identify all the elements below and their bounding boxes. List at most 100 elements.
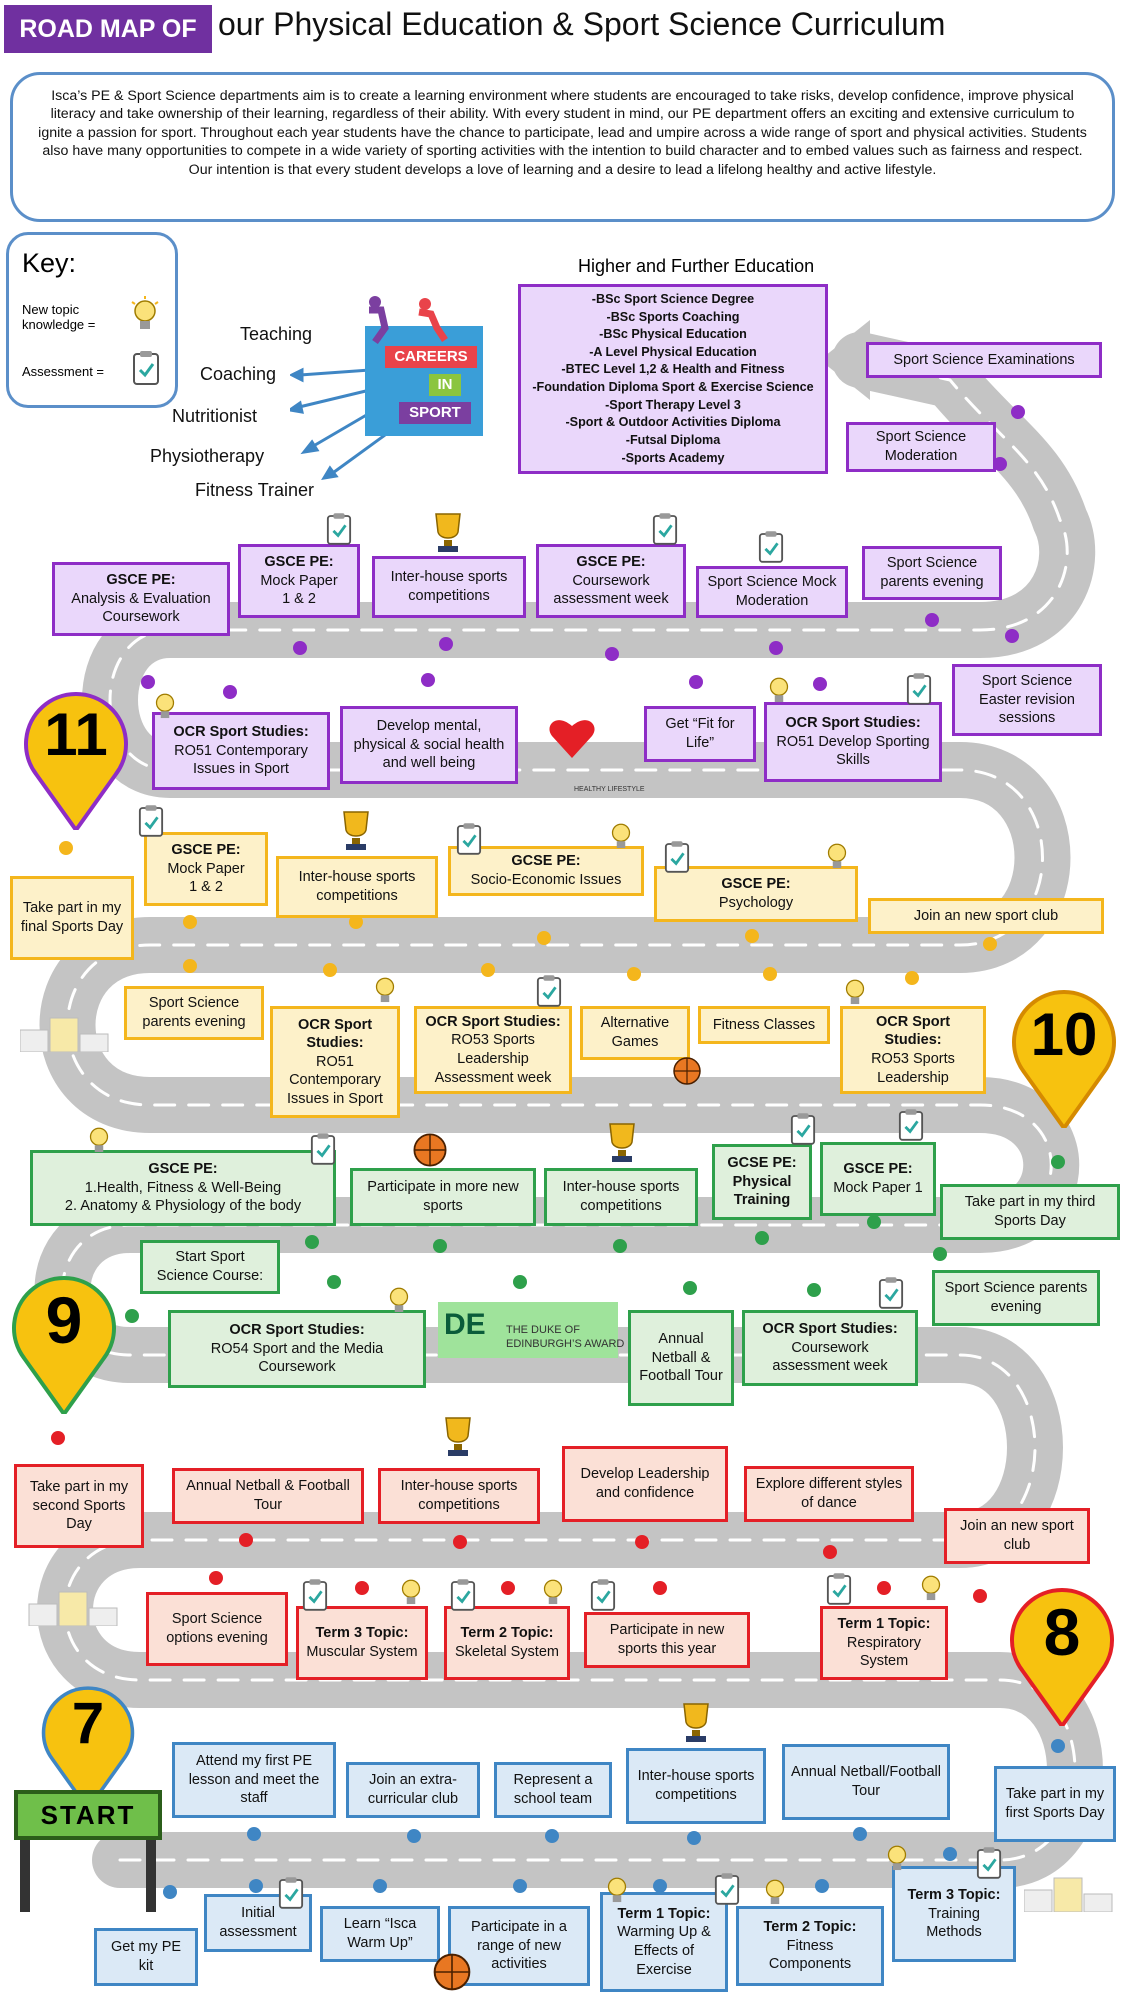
y10-ro53-body: RO53 Sports Leadership Assessment week	[434, 1032, 552, 1086]
y9-netball: Annual Netball & Football Tour	[628, 1310, 734, 1406]
lightbulb-icon	[769, 677, 789, 703]
dofe-mark: DE	[444, 1308, 486, 1341]
y7-term2: Term 2 Topic:Fitness Components	[736, 1906, 884, 1986]
connector-dot	[323, 963, 337, 977]
he-item: -BTEC Level 1,2 & Health and Fitness	[561, 362, 785, 377]
y10-parents: Sport Science parents evening	[124, 986, 264, 1040]
connector-dot	[877, 1581, 891, 1595]
connector-dot	[1005, 629, 1019, 643]
year-9-label: 9	[45, 1283, 83, 1357]
y8-t1-title: Term 1 Topic:	[837, 1616, 931, 1633]
y11-ro51-body: RO51 Contemporary Issues in Sport	[174, 742, 308, 778]
y11-mock-title: GSCE PE:	[264, 554, 334, 571]
lightbulb-icon	[401, 1579, 421, 1605]
clipboard-icon	[906, 673, 932, 705]
y7-range: Participate in a range of new activities	[448, 1906, 590, 1986]
y7-team: Represent a school team	[494, 1762, 612, 1818]
connector-dot	[1051, 1739, 1065, 1753]
clipboard-icon	[138, 805, 164, 837]
y8-dance: Explore different styles of dance	[744, 1466, 914, 1522]
y10-psych-title: GSCE PE:	[721, 876, 791, 893]
key-assessment: Assessment =	[22, 364, 105, 379]
trophy-icon	[343, 811, 369, 850]
y9-start-course: Start Sport Science Course:	[140, 1240, 280, 1294]
start-sign: START	[14, 1790, 162, 1840]
lightbulb-icon	[155, 693, 175, 719]
careers-logo-line3: SPORT	[399, 402, 471, 424]
careers-logo-line1: CAREERS	[385, 346, 477, 368]
y10-ro53-leadership: OCR Sport Studies:RO53 Sports Leadership	[840, 1006, 986, 1094]
connector-dot	[373, 1879, 387, 1893]
connector-dot	[421, 673, 435, 687]
y7-term3: Term 3 Topic:Training Methods	[892, 1866, 1016, 1962]
connector-dot	[183, 915, 197, 929]
trophy-icon	[683, 1703, 709, 1742]
lightbulb-icon	[375, 977, 395, 1003]
connector-dot	[501, 1581, 515, 1595]
year-8-label: 8	[1043, 1595, 1081, 1669]
he-item: -BSc Sports Coaching	[606, 309, 740, 324]
career-fitness-trainer: Fitness Trainer	[195, 480, 315, 500]
y10-socio: GCSE PE:Socio-Economic Issues	[448, 846, 644, 896]
y10-ro51: OCR Sport Studies:RO51 Contemporary Issu…	[270, 1006, 400, 1118]
y10-mock-body: Mock Paper 1 & 2	[167, 860, 245, 896]
y7-first-lesson: Attend my first PE lesson and meet the s…	[172, 1742, 336, 1818]
y8-term2: Term 2 Topic:Skeletal System	[444, 1606, 570, 1680]
y10-ro53: OCR Sport Studies: RO53 Sports Leadership…	[414, 1006, 572, 1094]
y8-t1-body: Respiratory System	[846, 1634, 922, 1670]
clipboard-icon	[450, 1579, 476, 1611]
connector-dot	[905, 971, 919, 985]
career-arrows	[290, 367, 386, 480]
connector-dot	[763, 967, 777, 981]
y8-second-day: Take part in my second Sports Day	[14, 1464, 144, 1548]
y8-term3: Term 3 Topic:Muscular System	[296, 1606, 428, 1680]
clipboard-icon	[878, 1277, 904, 1309]
year-8-pin	[1010, 1588, 1114, 1726]
y8-t3-body: Muscular System	[306, 1644, 418, 1660]
y7-t2-body: Fitness Components	[768, 1937, 852, 1973]
he-item: -BSc Sport Science Degree	[591, 291, 755, 306]
connector-dot	[745, 929, 759, 943]
clipboard-icon	[133, 351, 159, 385]
connector-dot	[653, 1581, 667, 1595]
y7-t3-body: Training Methods	[926, 1905, 982, 1941]
connector-dot	[687, 1831, 701, 1845]
connector-dot	[933, 1247, 947, 1261]
connector-dot	[635, 1535, 649, 1549]
year-11-pin	[24, 692, 128, 830]
connector-dot	[993, 457, 1007, 471]
y7-first-day: Take part in my first Sports Day	[994, 1766, 1116, 1842]
connector-dot	[605, 647, 619, 661]
y11-exams: Sport Science Examinations	[866, 342, 1102, 378]
connector-dot	[813, 677, 827, 691]
y11-coursework-title: GSCE PE:	[576, 554, 646, 571]
year-10-pin	[1012, 990, 1116, 1128]
lightbulb-icon	[131, 296, 159, 329]
career-coaching: Coaching	[200, 364, 277, 384]
y8-club: Join an new sport club	[944, 1508, 1090, 1564]
y11-moderation: Sport Science Moderation	[846, 422, 996, 472]
y7-kit: Get my PE kit	[94, 1928, 198, 1986]
he-item: -Sport Therapy Level 3	[605, 397, 741, 412]
y11-ro51d-title: OCR Sport Studies:	[785, 715, 921, 732]
y9-health-title: GSCE PE:	[148, 1161, 218, 1178]
y10-ro53-title: OCR Sport Studies:	[425, 1013, 561, 1030]
healthy-lifestyle-label: HEALTHY LIFESTYLE	[574, 786, 645, 793]
year-7-pin	[41, 1686, 135, 1810]
y10-final-day: Take part in my final Sports Day	[10, 876, 134, 960]
y10-fitness: Fitness Classes	[698, 1006, 830, 1044]
y7-t3-title: Term 3 Topic:	[907, 1887, 1001, 1904]
y7-term1: Term 1 Topic:Warming Up & Effects of Exe…	[600, 1892, 728, 1992]
y9-parents: Sport Science parents evening	[932, 1270, 1100, 1326]
year-7-label: 7	[71, 1691, 105, 1756]
y9-health: GSCE PE:1.Health, Fitness & Well-Being 2…	[30, 1150, 336, 1226]
runners-icon	[369, 296, 448, 344]
start-post-left	[20, 1792, 30, 1912]
trophy-icon	[435, 513, 461, 552]
connector-dot	[355, 1581, 369, 1595]
connector-dot	[683, 1281, 697, 1295]
y8-options: Sport Science options evening	[146, 1592, 288, 1666]
lightbulb-icon	[389, 1287, 409, 1313]
connector-dot	[439, 637, 453, 651]
connector-dot	[853, 1827, 867, 1841]
